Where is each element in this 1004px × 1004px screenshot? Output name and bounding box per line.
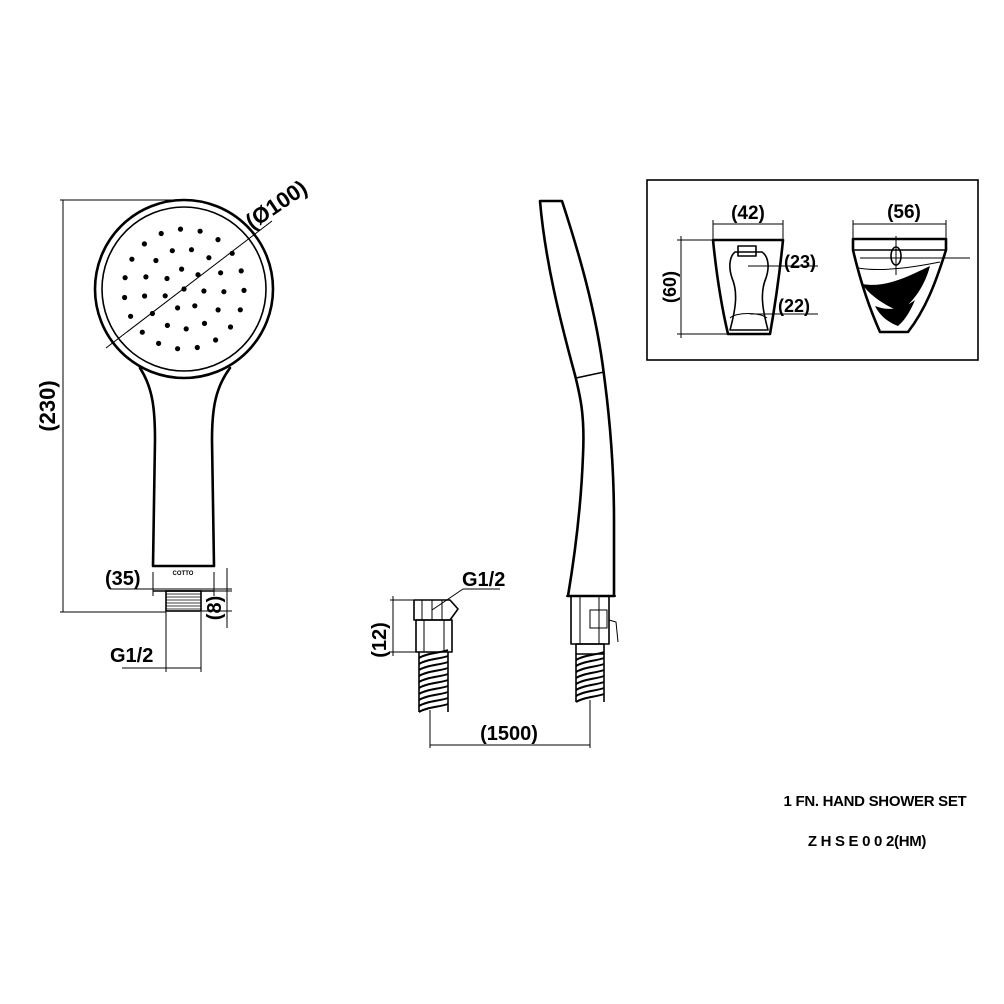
holder-front-view xyxy=(711,238,785,336)
spray-nozzle xyxy=(143,274,149,280)
spray-nozzle xyxy=(197,228,203,234)
holder-lower-label: (22) xyxy=(778,296,810,316)
hose-left-coil xyxy=(418,649,449,713)
hose-coil-ring xyxy=(575,669,605,679)
holder-width-label: (42) xyxy=(731,203,765,224)
spray-nozzle xyxy=(141,241,147,247)
holder-height-label: (60) xyxy=(660,271,680,303)
thread-height-dimension xyxy=(201,568,232,628)
spray-nozzle xyxy=(177,226,184,232)
holder-width-dimension xyxy=(712,220,784,242)
neck-width-label: (35) xyxy=(105,568,141,590)
holder-depth-label: (56) xyxy=(887,202,921,223)
hose-coil-ring xyxy=(418,661,449,671)
holder-upper-label: (23) xyxy=(784,252,816,272)
product-code: Z H S E 0 0 2(HM) xyxy=(808,833,927,850)
diameter-label: (Ø100) xyxy=(241,175,312,234)
spray-nozzle xyxy=(237,307,243,313)
spray-nozzle xyxy=(128,313,134,319)
hose-length-dimension xyxy=(429,700,591,748)
spray-nozzle xyxy=(142,293,148,299)
spray-nozzle xyxy=(149,310,155,317)
hose-thread-label: G1/2 xyxy=(462,569,505,591)
product-name: 1 FN. HAND SHOWER SET xyxy=(784,793,967,810)
spray-nozzle xyxy=(169,248,175,254)
spray-nozzles xyxy=(122,226,247,352)
spray-nozzle xyxy=(179,266,185,272)
neck-width-dimension xyxy=(110,572,232,596)
spray-nozzle xyxy=(201,320,208,326)
spray-nozzle xyxy=(164,322,170,328)
spray-nozzle xyxy=(183,326,189,332)
side-nut xyxy=(575,643,605,655)
holder-depth-dimension xyxy=(852,220,947,240)
spray-nozzle xyxy=(213,337,219,343)
hose-coil-ring xyxy=(575,663,605,673)
spray-nozzle xyxy=(192,303,198,309)
handle-outline xyxy=(138,366,232,568)
holder-height-dimension xyxy=(677,236,732,338)
hose-coil-ring xyxy=(575,651,605,661)
head-thread-dimension xyxy=(122,612,202,672)
hose-coil-ring xyxy=(418,691,449,701)
spray-nozzle xyxy=(129,256,135,262)
spray-nozzle xyxy=(122,275,128,281)
nut-height-label: (12) xyxy=(369,622,391,658)
spray-nozzle xyxy=(188,247,195,253)
hose-coil-ring xyxy=(575,681,605,691)
spray-nozzle xyxy=(175,305,181,311)
spray-nozzle xyxy=(218,270,224,276)
spray-nozzle xyxy=(158,230,164,237)
hose-coil-ring xyxy=(418,697,449,707)
spray-nozzle xyxy=(122,294,128,301)
overall-length-dimension xyxy=(60,199,184,613)
spray-nozzle xyxy=(164,275,170,282)
spray-nozzle xyxy=(215,237,221,243)
side-profile-outline xyxy=(538,199,616,598)
hose-coil-ring xyxy=(418,673,449,683)
spray-nozzle xyxy=(215,307,221,313)
spray-nozzle xyxy=(175,346,181,352)
spray-nozzle xyxy=(194,344,200,351)
spray-nozzle xyxy=(139,329,145,335)
thread-height-label: (8) xyxy=(204,596,226,620)
spray-nozzle xyxy=(241,287,247,293)
diameter-dimension-line xyxy=(105,220,273,349)
hose-nut xyxy=(415,619,453,653)
spray-nozzle xyxy=(156,340,162,346)
spray-nozzle xyxy=(206,255,212,261)
hose-coil-ring xyxy=(418,649,449,659)
hose-length-label: (1500) xyxy=(480,723,538,745)
hose-coil-ring xyxy=(575,687,605,697)
hose-thread-leader xyxy=(431,588,464,611)
shower-head-front-view: COTTO xyxy=(93,198,275,612)
shower-side-view xyxy=(538,199,619,655)
spray-nozzle xyxy=(201,288,207,294)
hose-coil-ring xyxy=(575,675,605,685)
thread-hatching xyxy=(166,593,201,610)
spray-nozzle xyxy=(221,289,227,295)
spray-nozzle xyxy=(227,324,234,330)
hose-coil-ring xyxy=(418,703,449,713)
holder-top-view xyxy=(851,236,970,334)
hose-coil-ring xyxy=(418,679,449,689)
overall-length-label: (230) xyxy=(35,380,60,431)
hose-coil-ring xyxy=(418,655,449,665)
hose-coil-ring xyxy=(418,685,449,695)
shower-head-inner-face xyxy=(101,206,267,372)
hose-coil-ring xyxy=(418,667,449,677)
holder-detail-frame xyxy=(646,179,979,361)
spray-nozzle xyxy=(238,268,244,274)
handle-logo: COTTO xyxy=(173,571,194,577)
spray-nozzle xyxy=(153,257,159,264)
hose-right-coil xyxy=(575,651,605,703)
nut-height-dimension xyxy=(390,596,416,656)
spray-nozzle xyxy=(162,293,168,299)
head-thread-label: G1/2 xyxy=(110,645,153,667)
hose-coil-ring xyxy=(575,657,605,667)
hose-coil-ring xyxy=(575,693,605,703)
